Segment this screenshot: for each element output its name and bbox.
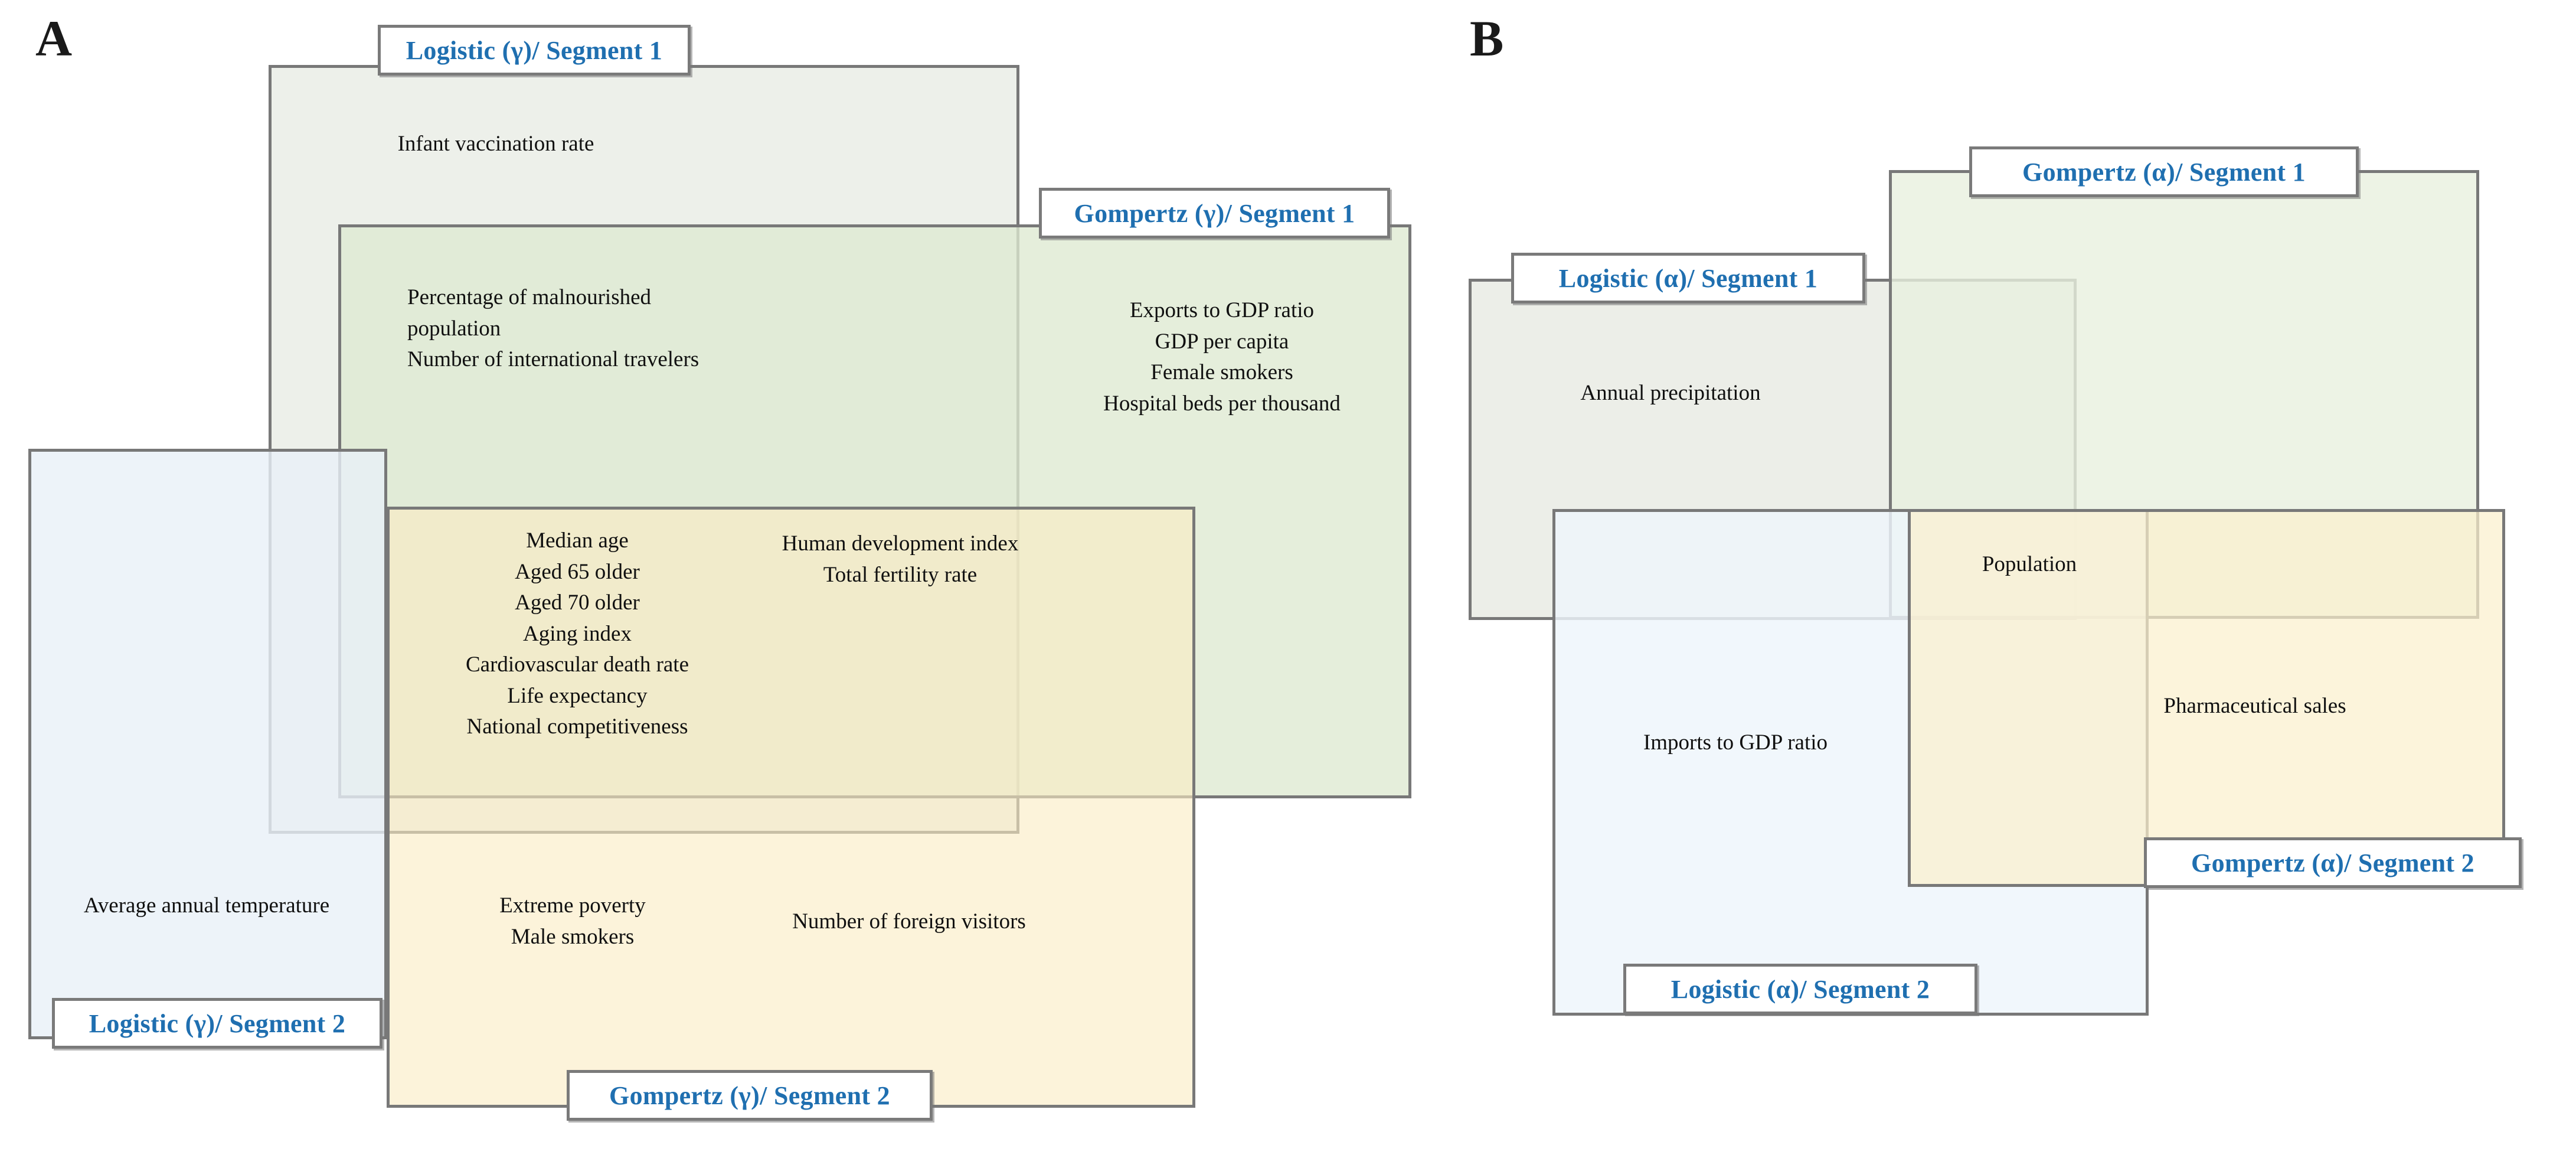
- region-text-gompertz1-only: Exports to GDP ratio GDP per capita Fema…: [1103, 298, 1341, 416]
- plaque-gompertz-gamma-segment-1[interactable]: Gompertz (γ)/ Segment 1: [1039, 188, 1390, 239]
- region-text-logistic1-gompertz2: Extreme poverty Male smokers: [499, 893, 646, 949]
- region-text-gompertz2-only: Number of foreign visitors: [792, 909, 1026, 934]
- plaque-logistic-alpha-segment-2[interactable]: Logistic (α)/ Segment 2: [1623, 964, 1977, 1014]
- plaque-logistic-gamma-segment-2[interactable]: Logistic (γ)/ Segment 2: [52, 998, 383, 1049]
- set-rect-gompertz-alpha-segment-2[interactable]: [1908, 509, 2505, 887]
- region-text-gompertz-alpha2-only: Pharmaceutical sales: [2163, 694, 2346, 718]
- plaque-logistic-alpha-segment-1[interactable]: Logistic (α)/ Segment 1: [1511, 253, 1865, 304]
- plaque-gompertz-alpha-segment-2[interactable]: Gompertz (α)/ Segment 2: [2144, 837, 2522, 888]
- region-text-logistic2-only: Average annual temperature: [83, 893, 330, 918]
- set-rect-logistic-gamma-segment-2[interactable]: [28, 449, 387, 1039]
- region-text-logistic-alpha2-only: Imports to GDP ratio: [1643, 730, 1828, 755]
- set-rect-gompertz-gamma-segment-2[interactable]: [387, 507, 1195, 1108]
- panel-b-letter: B: [1470, 10, 1504, 67]
- plaque-gompertz-gamma-segment-2[interactable]: Gompertz (γ)/ Segment 2: [567, 1070, 933, 1121]
- plaque-logistic-gamma-segment-1[interactable]: Logistic (γ)/ Segment 1: [378, 25, 691, 76]
- region-text-logistic1-only: Infant vaccination rate: [397, 132, 594, 156]
- region-text-logistic-alpha1-only: Annual precipitation: [1580, 381, 1761, 405]
- plaque-gompertz-alpha-segment-1[interactable]: Gompertz (α)/ Segment 1: [1969, 146, 2359, 197]
- region-text-gompertz1-gompertz2: Human development index Total fertility …: [782, 531, 1019, 587]
- region-text-all-four-a: Median age Aged 65 older Aged 70 older A…: [465, 528, 689, 739]
- panel-a-letter: A: [35, 10, 73, 67]
- region-text-logistic1-gompertz1: Percentage of malnourished population Nu…: [407, 285, 699, 372]
- region-text-all-four-b: Population: [1982, 552, 2077, 576]
